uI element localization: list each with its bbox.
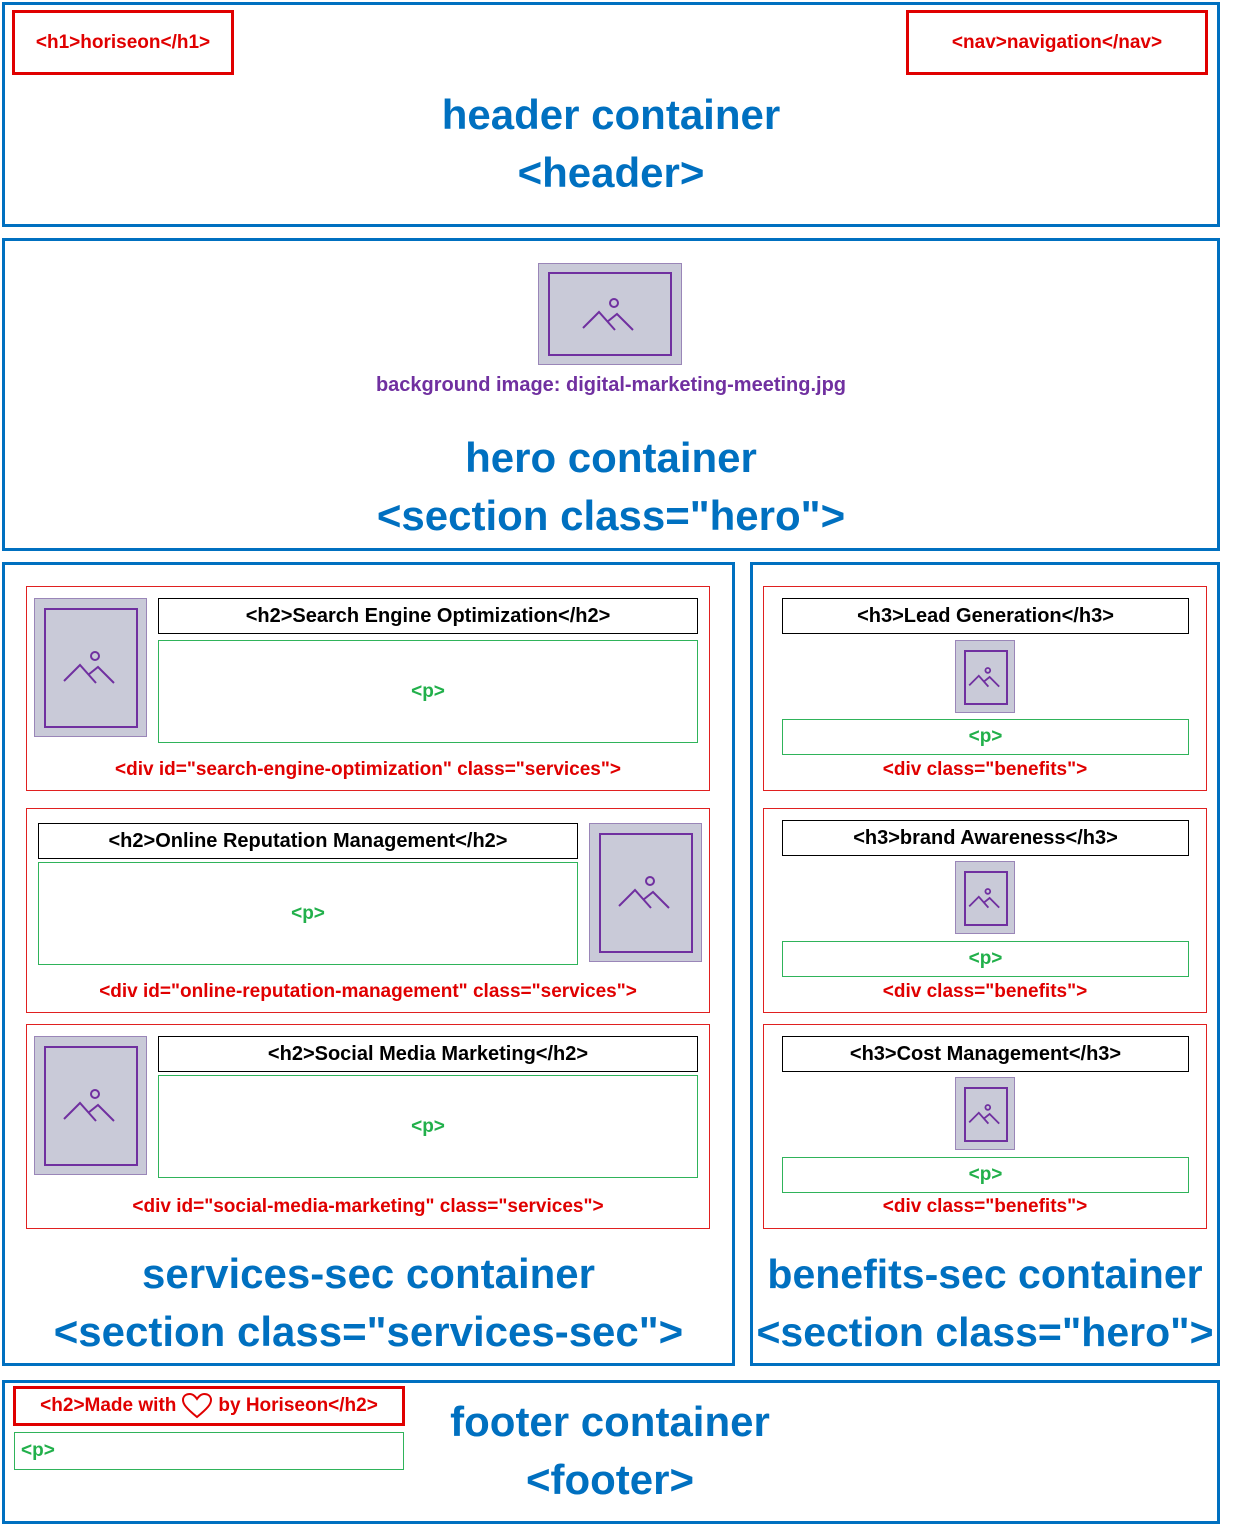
benefit-div-label-cost-management: <div class="benefits">	[882, 1196, 1088, 1217]
benefit-div-label-lead-generation: <div class="benefits">	[882, 759, 1088, 780]
service-p-seo: <p>	[158, 640, 698, 743]
h1-element: <h1>horiseon</h1>	[12, 10, 234, 75]
hero-image-caption: background image: digital-marketing-meet…	[375, 374, 847, 396]
benefit-h3-brand-awareness: <h3>brand Awareness</h3>	[782, 820, 1189, 856]
benefit-p-lead-generation: <p>	[782, 719, 1189, 755]
hero-image-placeholder	[538, 263, 682, 365]
benefit-image-brand-awareness	[955, 861, 1015, 934]
benefits-sec-title-line1: benefits-sec container	[767, 1251, 1203, 1297]
benefit-h3-cost-management: <h3>Cost Management</h3>	[782, 1036, 1189, 1072]
footer-title-line2: <footer>	[525, 1456, 695, 1503]
services-sec-title: services-sec container <section class="s…	[2, 1245, 735, 1361]
services-sec-title-line2: <section class="services-sec">	[53, 1308, 684, 1355]
h1-label: <h1>horiseon</h1>	[35, 31, 211, 53]
service-div-smm	[26, 1024, 710, 1229]
benefits-sec-title-line2: <section class="hero">	[756, 1309, 1214, 1355]
benefit-div-brand-awareness	[763, 808, 1207, 1013]
header-title: header container <header>	[2, 86, 1220, 202]
benefit-h3-lead-generation: <h3>Lead Generation</h3>	[782, 598, 1189, 634]
benefit-p-brand-awareness: <p>	[782, 941, 1189, 977]
header-container	[2, 2, 1220, 227]
service-h2-orm: <h2>Online Reputation Management</h2>	[38, 823, 578, 859]
hero-title-line2: <section class="hero">	[376, 492, 846, 539]
hero-title-line1: hero container	[465, 434, 757, 481]
footer-h2-suffix: by Horiseon</h2>	[218, 1395, 378, 1416]
services-sec-title-line1: services-sec container	[142, 1250, 595, 1297]
footer-title-line1: footer container	[450, 1398, 770, 1445]
benefits-sec-title: benefits-sec container <section class="h…	[750, 1245, 1220, 1361]
image-icon	[968, 667, 1000, 688]
image-icon	[63, 651, 115, 684]
benefit-p-cost-management: <p>	[782, 1157, 1189, 1193]
image-icon	[968, 888, 1000, 909]
service-div-label-orm: <div id="online-reputation-management" c…	[99, 981, 637, 1002]
service-image-orm	[589, 823, 702, 962]
service-p-smm: <p>	[158, 1075, 698, 1178]
footer-container	[2, 1380, 1220, 1524]
footer-h2-prefix: <h2>Made with	[40, 1395, 177, 1416]
benefit-div-label-brand-awareness: <div class="benefits">	[882, 981, 1088, 1002]
nav-label: <nav>navigation</nav>	[951, 31, 1163, 53]
footer-title: footer container <footer>	[410, 1393, 810, 1509]
heart-icon	[182, 1393, 213, 1419]
image-icon	[968, 1104, 1000, 1125]
footer-p-element: <p>	[14, 1432, 404, 1470]
benefit-image-cost-management	[955, 1077, 1015, 1150]
header-title-line1: header container	[441, 91, 781, 138]
service-p-orm: <p>	[38, 862, 578, 965]
image-icon	[618, 876, 670, 909]
benefit-div-lead-generation	[763, 586, 1207, 791]
footer-h2-element: <h2>Made with by Horiseon</h2>	[13, 1386, 405, 1426]
service-image-smm	[34, 1036, 147, 1175]
hero-title: hero container <section class="hero">	[2, 429, 1220, 545]
service-h2-smm: <h2>Social Media Marketing</h2>	[158, 1036, 698, 1072]
image-icon	[63, 1089, 115, 1122]
benefit-div-cost-management	[763, 1024, 1207, 1229]
service-h2-seo: <h2>Search Engine Optimization</h2>	[158, 598, 698, 634]
nav-element: <nav>navigation</nav>	[906, 10, 1208, 75]
service-div-label-smm: <div id="social-media-marketing" class="…	[132, 1196, 604, 1217]
benefit-image-lead-generation	[955, 640, 1015, 713]
service-image-seo	[34, 598, 147, 737]
service-div-seo	[26, 586, 710, 791]
service-div-label-seo: <div id="search-engine-optimization" cla…	[115, 759, 621, 780]
image-icon	[582, 298, 634, 331]
header-title-line2: <header>	[517, 149, 705, 196]
service-div-orm	[26, 808, 710, 1013]
